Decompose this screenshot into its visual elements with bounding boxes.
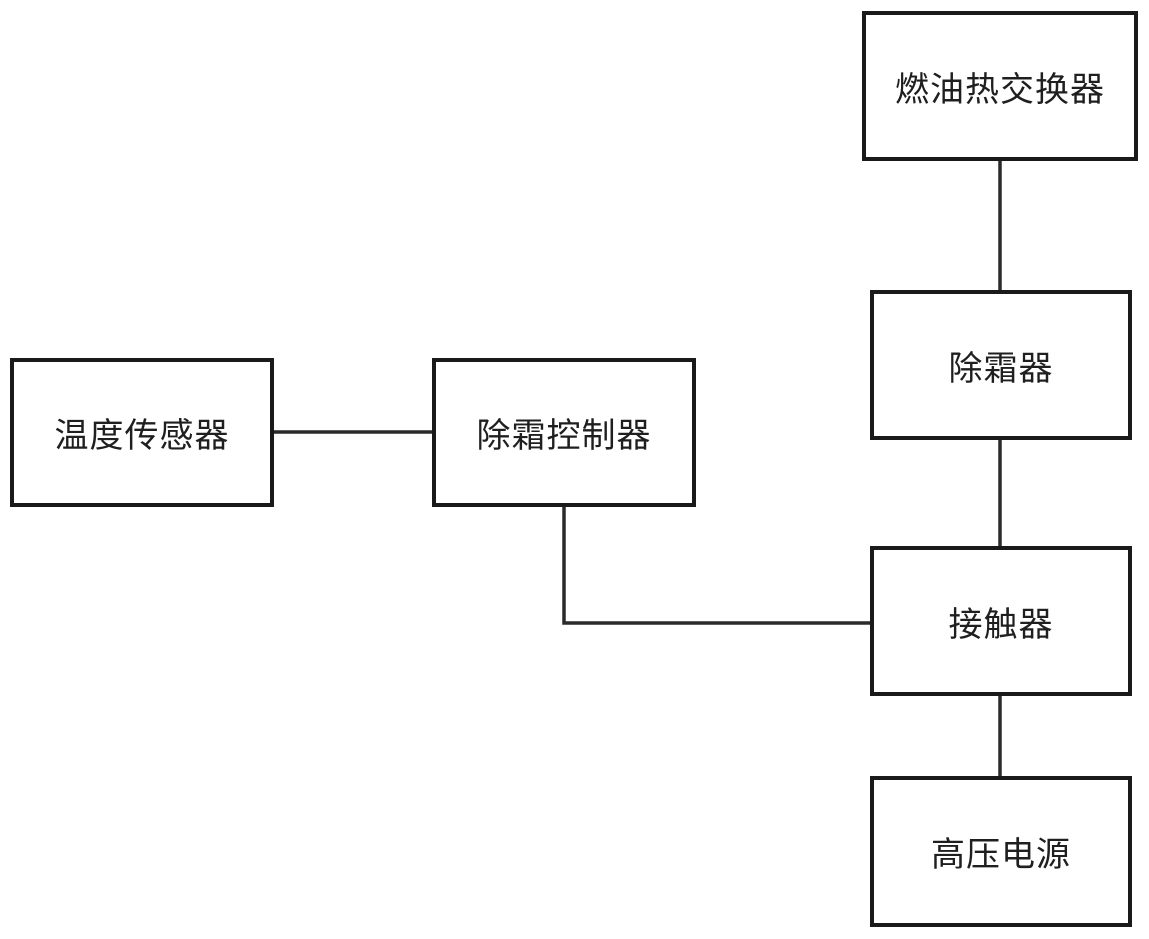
edge-controller-contactor	[564, 507, 870, 623]
node-temperature-sensor: 温度传感器	[10, 358, 274, 507]
node-fuel-heat-exchanger: 燃油热交换器	[862, 11, 1138, 161]
node-defrost-controller: 除霜控制器	[432, 358, 696, 507]
node-contactor: 接触器	[870, 546, 1132, 696]
node-defroster: 除霜器	[870, 290, 1132, 440]
node-high-voltage-power-supply: 高压电源	[870, 776, 1132, 927]
